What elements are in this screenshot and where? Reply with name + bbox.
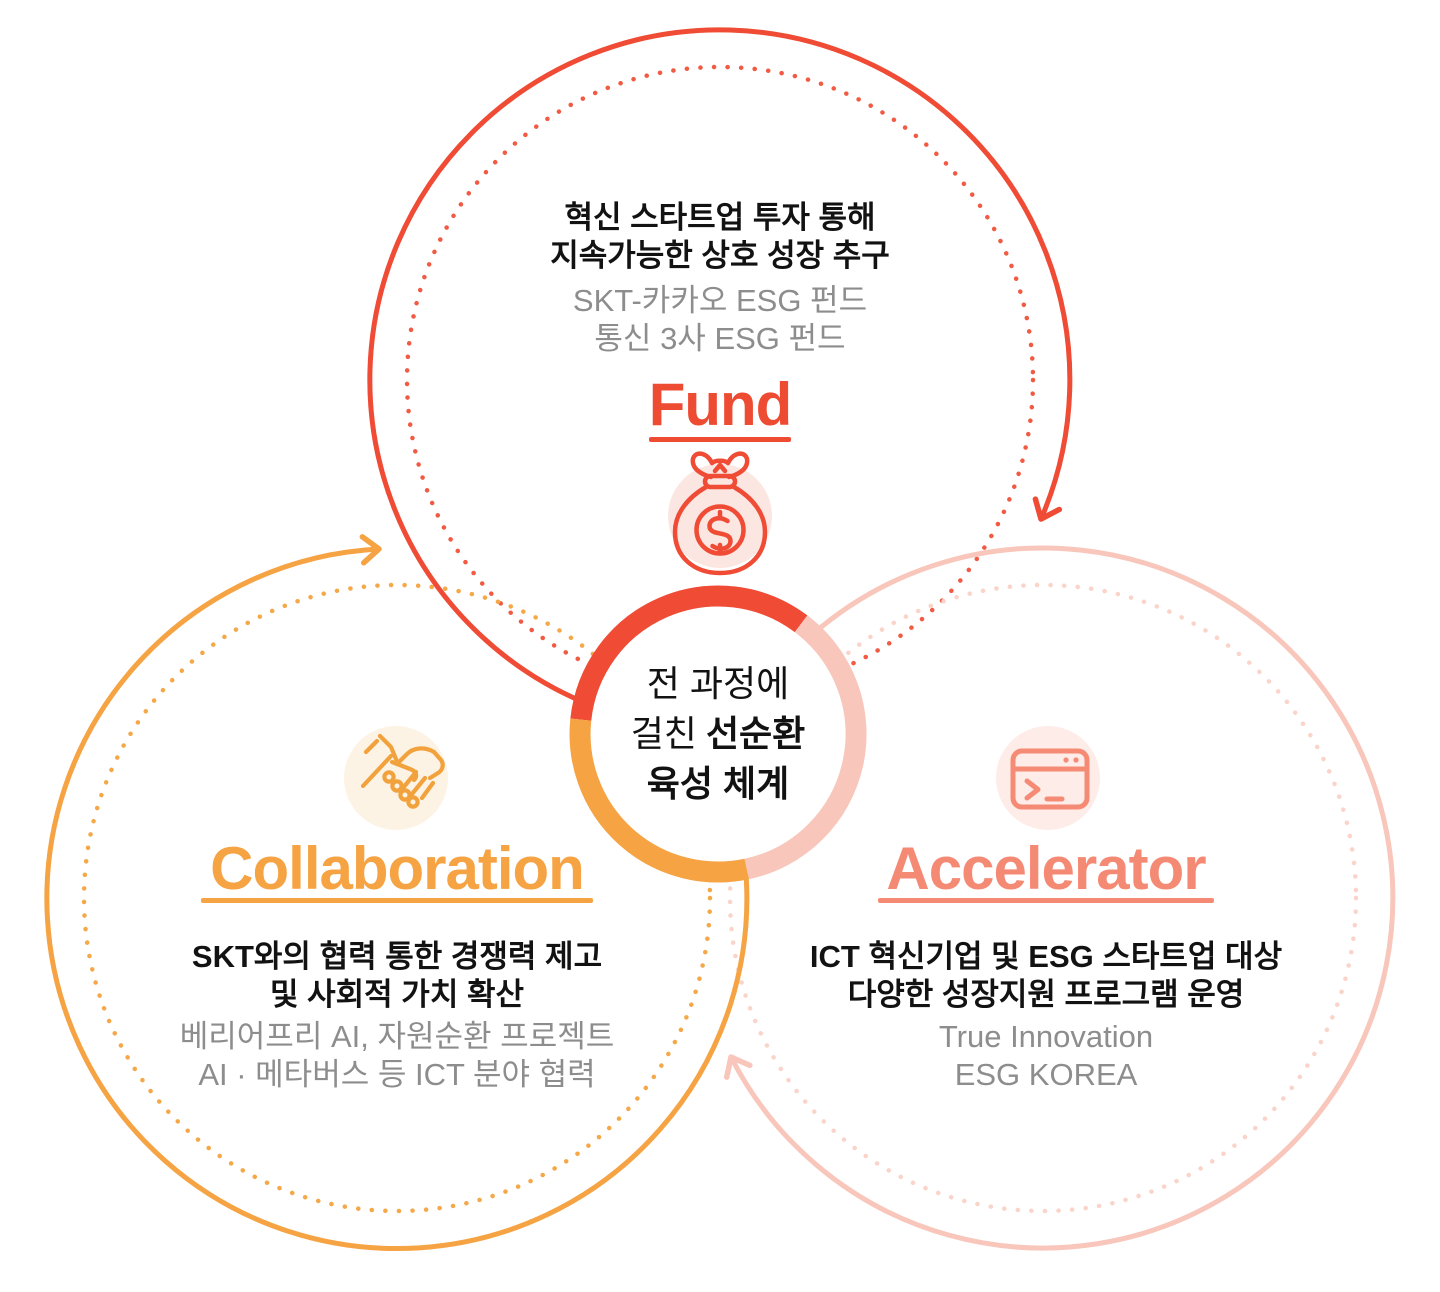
accelerator-description: ICT 혁신기업 및 ESG 스타트업 대상 다양한 성장지원 프로그램 운영 xyxy=(809,939,1283,1012)
accelerator-dotted-circle xyxy=(727,582,1359,1214)
accelerator-title-underline xyxy=(878,898,1214,903)
money-bag-icon xyxy=(668,451,772,576)
fund-title: Fund xyxy=(648,371,793,438)
accelerator-title: Accelerator xyxy=(886,835,1206,902)
collaboration-description: SKT와의 협력 통한 경쟁력 제고 및 사회적 가치 확산 xyxy=(191,939,603,1012)
center-badge-ring xyxy=(569,585,867,883)
fund-programs: SKT-카카오 ESG 펀드 통신 3사 ESG 펀드 xyxy=(572,283,868,356)
accelerator-arrow-arc xyxy=(723,545,1396,1251)
fund-arrow-arc xyxy=(367,27,1073,705)
fund-title-underline xyxy=(649,437,791,442)
fund-description: 혁신 스타트업 투자 통해 지속가능한 상호 성장 추구 xyxy=(550,200,890,273)
collaboration-title: Collaboration xyxy=(210,835,585,902)
handshake-icon xyxy=(344,726,448,830)
collaboration-dotted-circle xyxy=(81,582,713,1214)
collaboration-arrow-arc xyxy=(44,534,750,1252)
collaboration-programs: 베리어프리 AI, 자원순환 프로젝트 AI · 메타버스 등 ICT 분야 협… xyxy=(179,1019,615,1092)
terminal-icon xyxy=(996,726,1100,830)
accelerator-programs: True Innovation ESG KOREA xyxy=(938,1019,1154,1092)
collaboration-title-underline xyxy=(201,898,593,903)
